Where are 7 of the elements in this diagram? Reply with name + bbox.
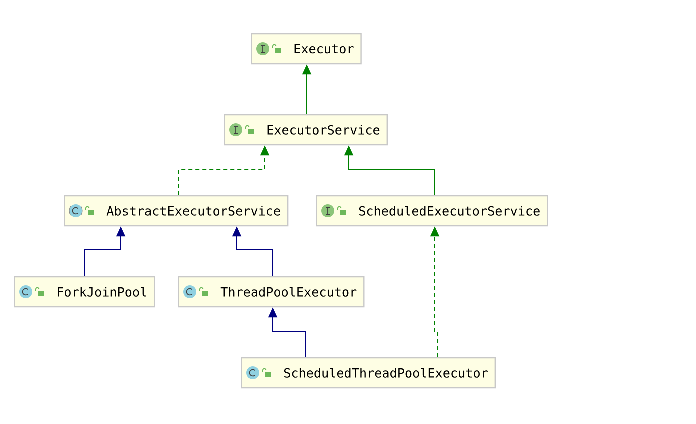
class-box: Executor xyxy=(251,33,362,65)
class-box: ScheduledExecutorService xyxy=(316,195,548,227)
class-box: ForkJoinPool xyxy=(14,276,156,308)
class-box: ExecutorService xyxy=(224,114,388,146)
class-box: AbstractExecutorService xyxy=(64,195,289,227)
class-box: ThreadPoolExecutor xyxy=(178,276,365,308)
class-box: ScheduledThreadPoolExecutor xyxy=(241,357,496,389)
